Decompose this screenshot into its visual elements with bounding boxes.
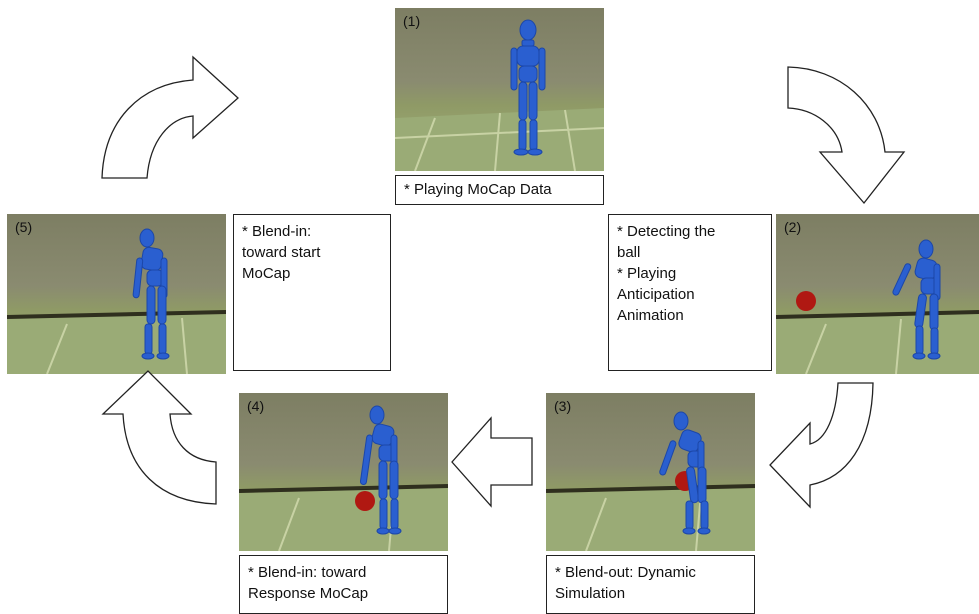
curved-arrow-4-to-5	[101, 370, 217, 505]
caption-step-2-line-4: Anticipation	[617, 286, 695, 303]
arrow-3-to-4	[451, 416, 533, 508]
caption-step-2-line-3: * Playing	[617, 265, 677, 282]
scene-panel-5: (5)	[7, 214, 226, 374]
curved-arrow-2-to-3	[769, 382, 874, 509]
caption-step-5-line-2: toward start	[242, 244, 321, 261]
caption-step-5-line-1: * Blend-in:	[242, 223, 312, 240]
caption-step-3-line-2: Simulation	[555, 585, 626, 602]
curved-arrow-5-to-1	[101, 55, 239, 179]
blend-in-start-scene	[7, 228, 226, 374]
caption-step-2-line-1: * Detecting the	[617, 223, 716, 240]
caption-step-3-line-1: * Blend-out: Dynamic	[555, 564, 696, 581]
caption-step-2-line-2: ball	[617, 244, 641, 261]
caption-step-2: * Detecting the ball * Playing Anticipat…	[608, 214, 772, 371]
anticipation-figure-scene	[776, 239, 979, 374]
panel-label-2: (2)	[784, 219, 802, 235]
caption-step-1: * Playing MoCap Data	[395, 175, 604, 205]
scene-panel-4: (4)	[239, 393, 448, 551]
response-mocap-scene	[239, 405, 448, 551]
caption-step-4: * Blend-in: toward Response MoCap	[239, 555, 448, 614]
scene-panel-3: (3)	[546, 393, 755, 551]
caption-step-4-line-1: * Blend-in: toward	[248, 564, 367, 581]
dynamic-simulation-scene	[546, 411, 755, 551]
scene-panel-1: (1)	[395, 8, 604, 171]
caption-step-5: * Blend-in: toward start MoCap	[233, 214, 391, 371]
caption-step-3: * Blend-out: Dynamic Simulation	[546, 555, 755, 614]
panel-label-3: (3)	[554, 398, 572, 414]
standing-figure-scene	[395, 19, 604, 171]
scene-panel-2: (2)	[776, 214, 979, 374]
curved-arrow-1-to-2	[787, 66, 906, 205]
panel-label-1: (1)	[403, 13, 421, 29]
caption-step-1-line-1: * Playing MoCap Data	[404, 181, 552, 198]
caption-step-5-line-3: MoCap	[242, 265, 291, 282]
caption-step-4-line-2: Response MoCap	[248, 585, 369, 602]
caption-step-2-line-5: Animation	[617, 307, 684, 324]
panel-label-4: (4)	[247, 398, 265, 414]
panel-label-5: (5)	[15, 219, 33, 235]
